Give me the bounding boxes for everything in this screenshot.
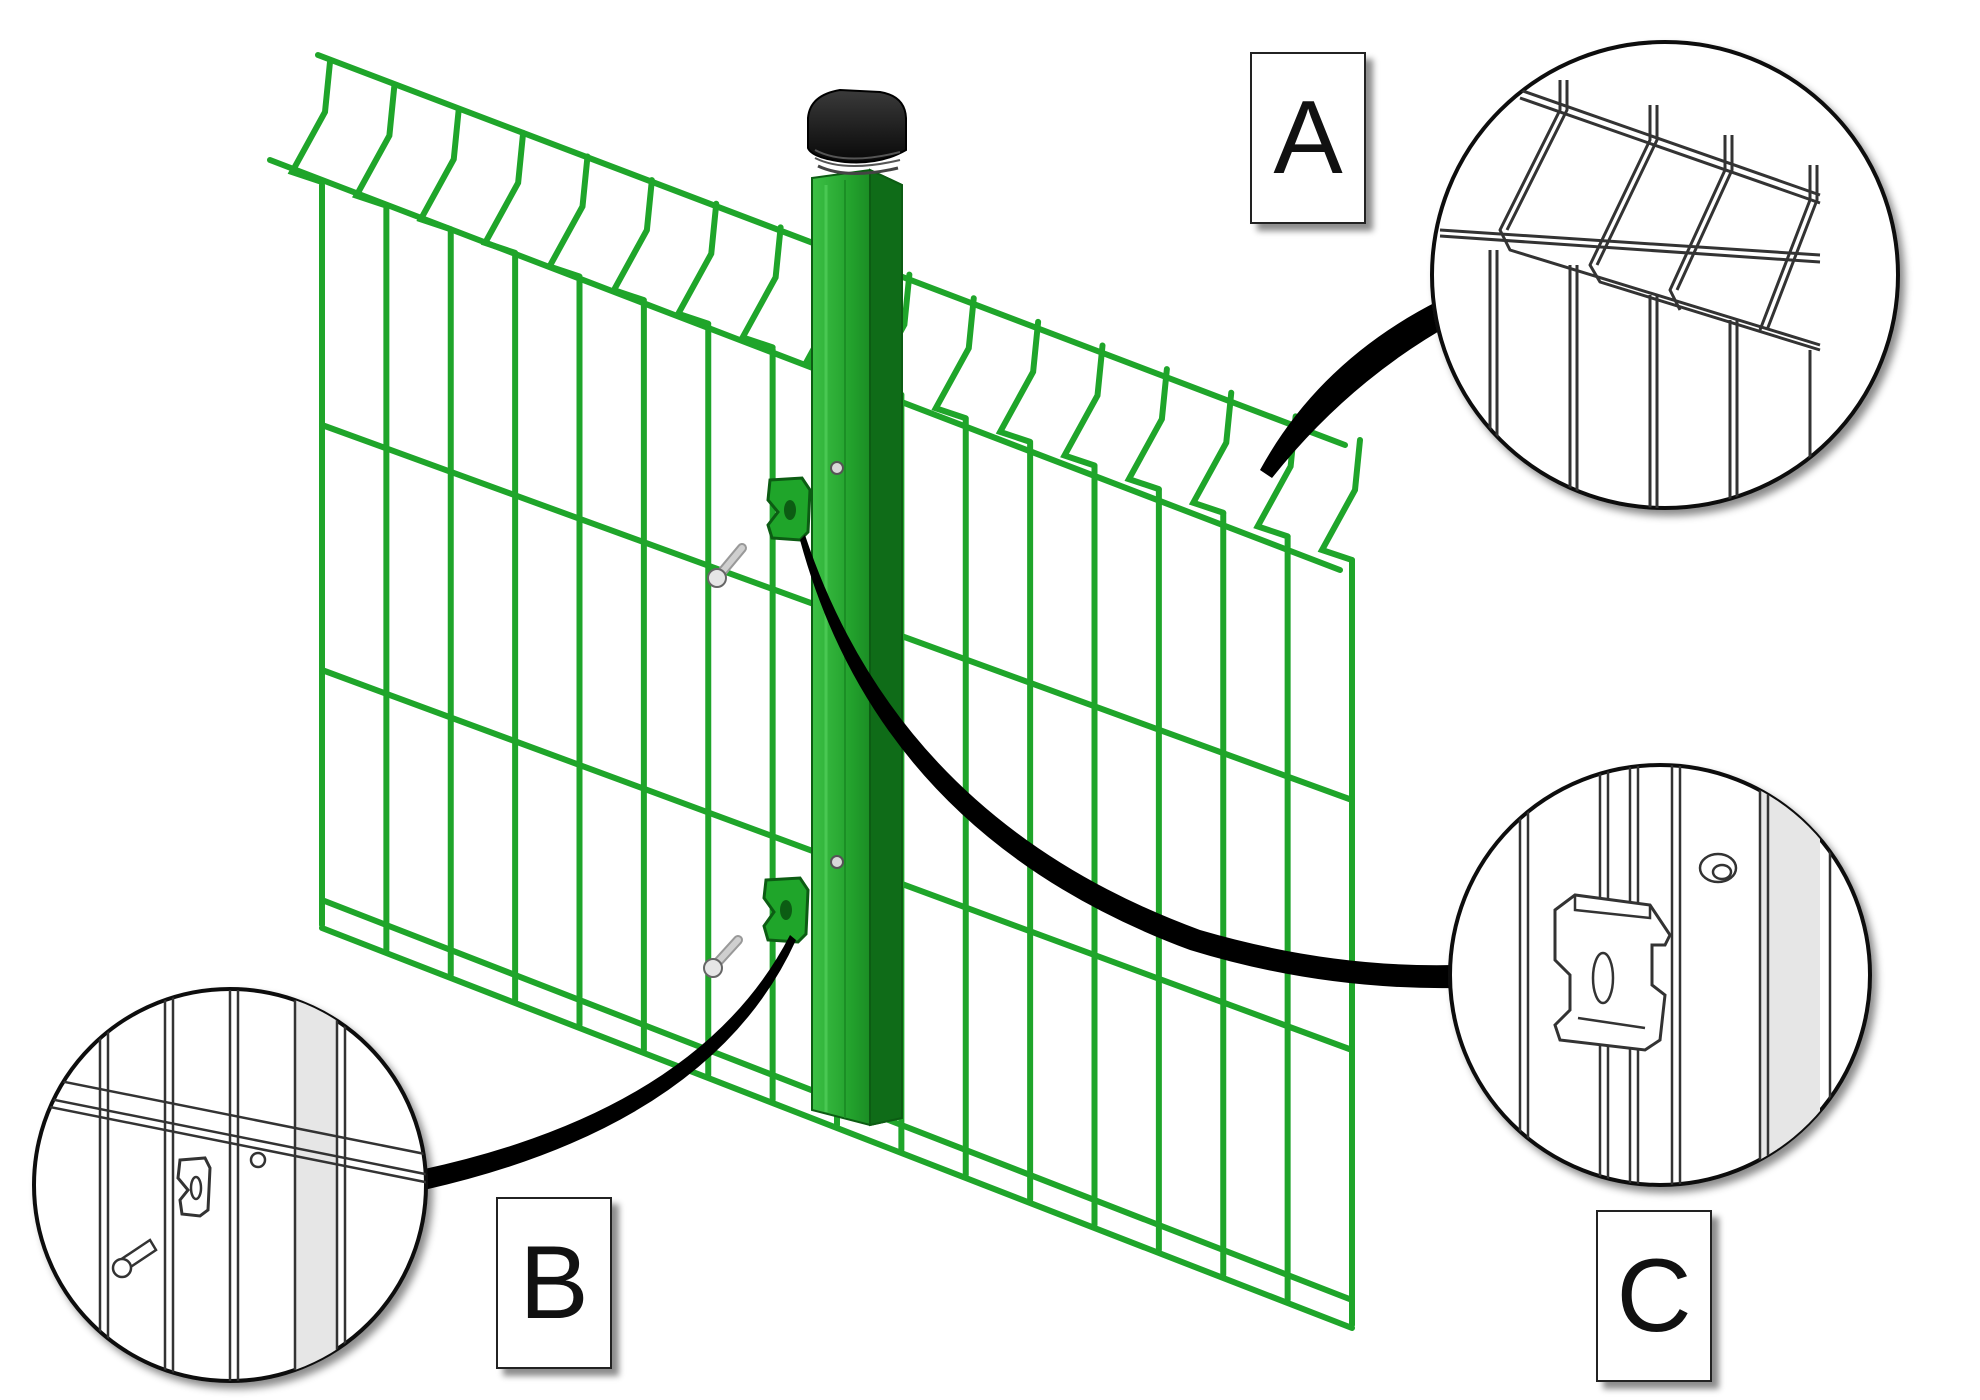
post-hole-upper bbox=[830, 461, 844, 475]
mesh-bend-prong bbox=[609, 177, 655, 304]
mesh-bend-prong bbox=[416, 106, 462, 233]
leader-line-c bbox=[800, 535, 1455, 989]
mesh-bend-prong bbox=[480, 129, 527, 256]
mesh-bend-prong bbox=[352, 82, 398, 209]
detail-circle-b bbox=[32, 987, 428, 1383]
post-hole-lower bbox=[830, 855, 844, 869]
callout-letter-a: A bbox=[1273, 80, 1343, 196]
callout-label-a: A bbox=[1250, 52, 1366, 224]
bolt-upper bbox=[707, 543, 747, 588]
mesh-bend-prong bbox=[287, 59, 333, 185]
callout-letter-c: C bbox=[1616, 1238, 1692, 1354]
mesh-bend-prong bbox=[673, 200, 720, 327]
mesh-bend-prong bbox=[931, 295, 977, 422]
mesh-bend-prong bbox=[1188, 389, 1235, 516]
leader-line-b bbox=[420, 935, 796, 1190]
callout-letter-b: B bbox=[519, 1225, 589, 1341]
callout-label-c: C bbox=[1596, 1210, 1712, 1382]
clip-upper bbox=[766, 476, 812, 542]
clip-lower bbox=[762, 876, 810, 944]
callout-label-b: B bbox=[496, 1197, 612, 1369]
mesh-bend-prong bbox=[1317, 437, 1363, 563]
mesh-bend-prong bbox=[738, 224, 784, 351]
mesh-bend-prong bbox=[1124, 366, 1170, 493]
mesh-bend-prong bbox=[995, 318, 1042, 445]
mesh-bend-prong bbox=[1060, 342, 1106, 469]
mesh-horizontal-wire bbox=[319, 925, 1355, 1331]
post-cap bbox=[807, 88, 907, 175]
bolt-lower bbox=[703, 935, 743, 978]
leader-lines bbox=[420, 300, 1455, 1190]
leader-line-a bbox=[1260, 300, 1455, 478]
detail-circle-a bbox=[1430, 40, 1900, 510]
mesh-bend-prong bbox=[545, 153, 591, 280]
detail-circle-c bbox=[1448, 763, 1872, 1187]
